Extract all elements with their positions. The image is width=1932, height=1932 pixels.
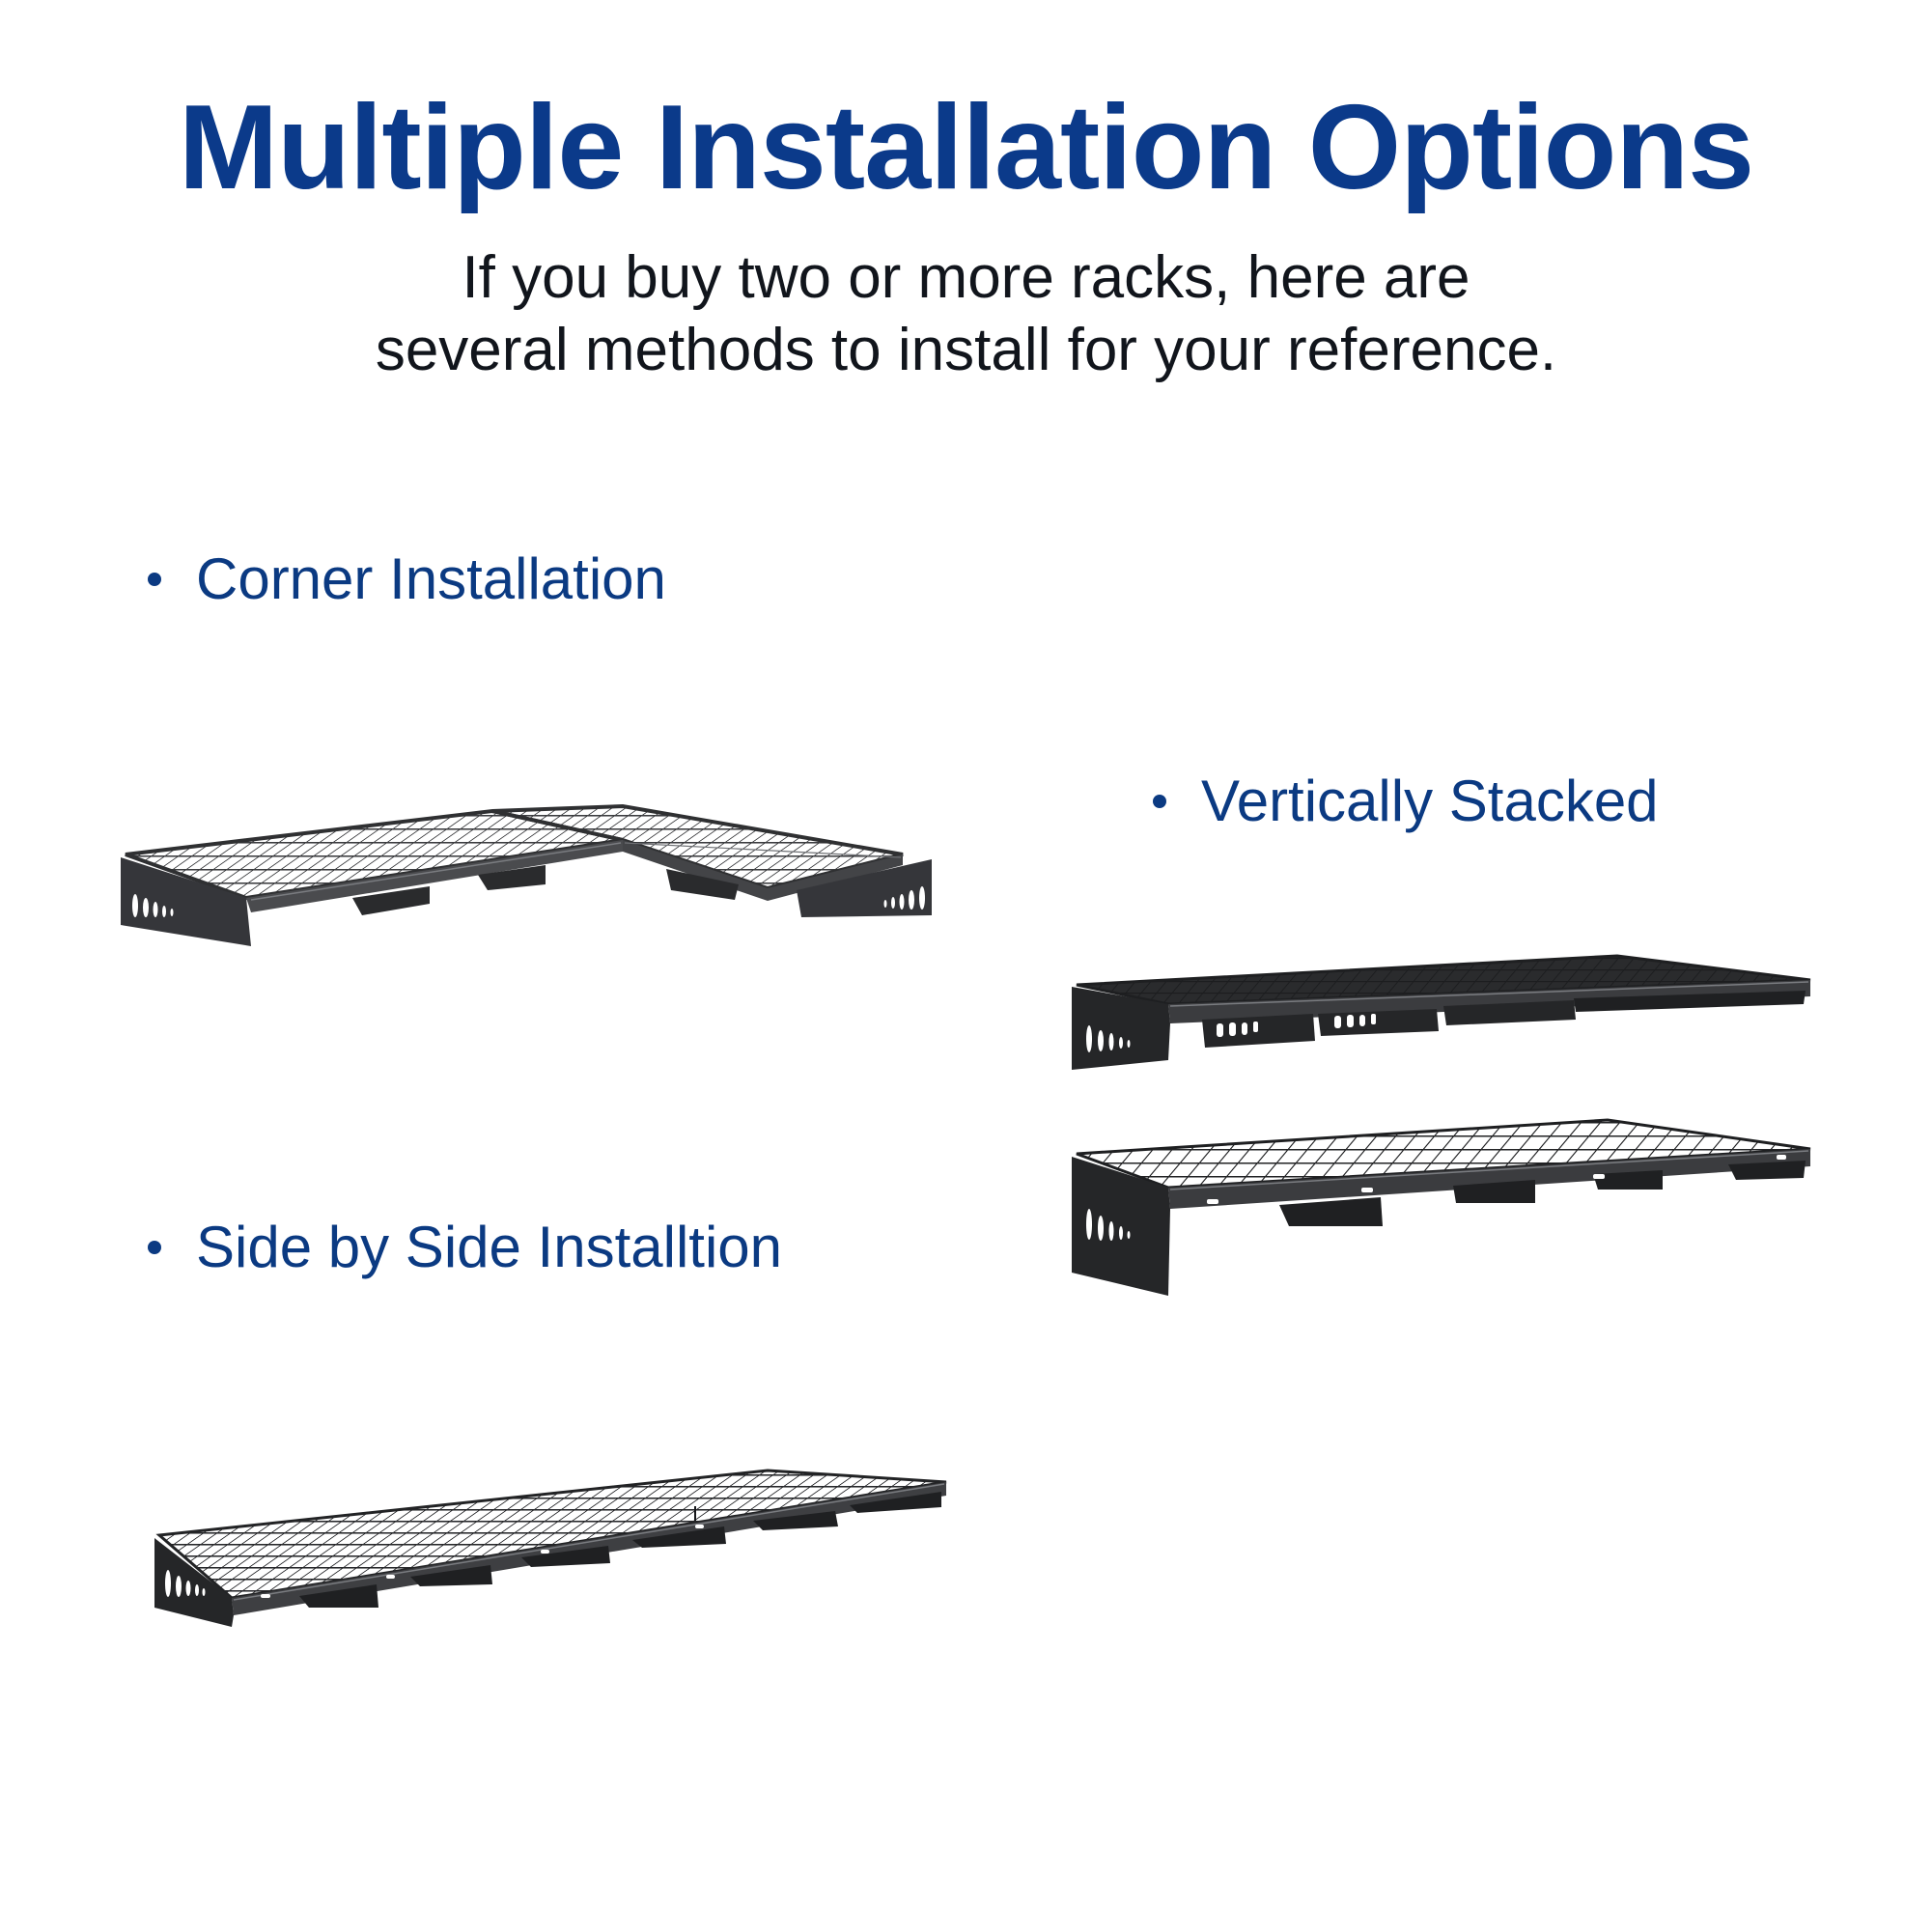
option-label: Vertically Stacked (1201, 769, 1659, 833)
shelf-rack-icon (121, 803, 932, 946)
option-label: Corner Installation (196, 546, 666, 611)
shelf-rack-icon (1072, 954, 1811, 1296)
option-label: Side by Side Installtion (196, 1215, 783, 1279)
shelf-rack-icon (154, 1469, 947, 1627)
side-by-side-image (154, 1463, 951, 1632)
bullet-icon (1153, 795, 1166, 808)
option-side-by-side: Side by Side Installtion (148, 1209, 782, 1286)
page-title: Multiple Installation Options (178, 81, 1754, 214)
bullet-icon (148, 573, 161, 586)
option-vertically-stacked: Vertically Stacked (1153, 763, 1659, 840)
bullet-icon (148, 1241, 161, 1254)
subtitle: If you buy two or more racks, here are s… (0, 241, 1932, 386)
option-corner-installation: Corner Installation (148, 541, 666, 618)
subtitle-line-1: If you buy two or more racks, here are (462, 244, 1470, 311)
corner-installation-image (121, 801, 937, 951)
vertically-stacked-image (1072, 946, 1820, 1303)
subtitle-line-2: several methods to install for your refe… (375, 317, 1557, 383)
